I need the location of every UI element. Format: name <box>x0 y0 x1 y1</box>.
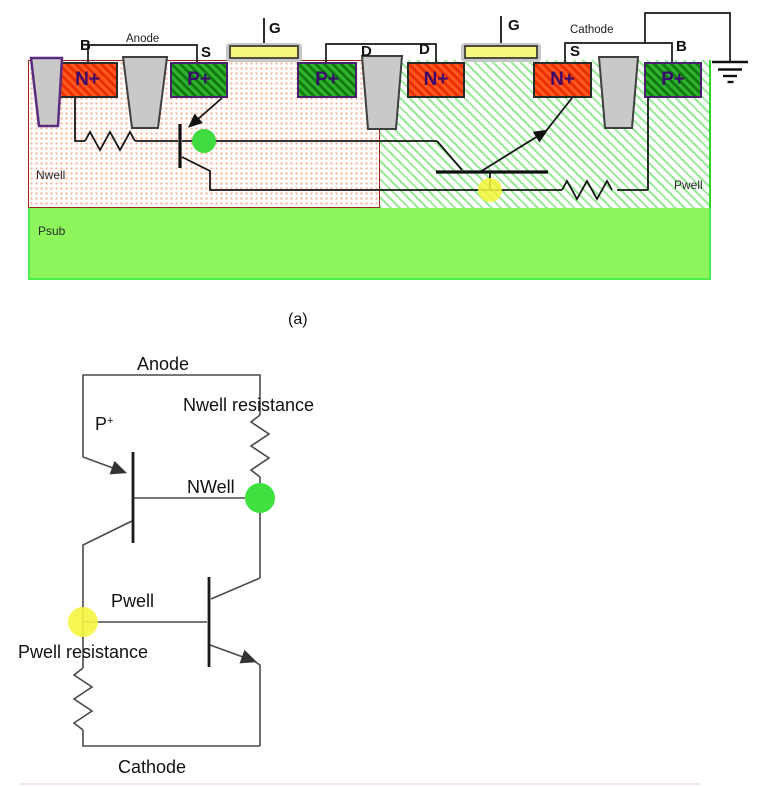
bottom-edge-artifact <box>20 783 700 785</box>
nplus-drain: N+ <box>407 62 465 98</box>
terminal-wiring <box>87 12 731 62</box>
pwell-label: Pwell <box>674 178 703 192</box>
cathode-rail <box>82 730 260 747</box>
pnp-emitter <box>187 97 223 128</box>
nplus-label: N+ <box>75 69 100 90</box>
cathode-bracket <box>564 42 673 62</box>
terminal-cathode: Cathode <box>570 24 614 36</box>
psub-region <box>28 208 711 280</box>
caption-a: (a) <box>288 311 308 328</box>
pwell-resistance-label: Pwell resistance <box>18 642 149 662</box>
npn-emitter-b <box>209 644 258 664</box>
p-plus-base: P <box>95 414 108 434</box>
anode-label-b: Anode <box>137 354 190 374</box>
bjt-bars-b <box>131 452 211 667</box>
gate-stems <box>263 16 502 43</box>
pplus-label: P+ <box>315 69 339 90</box>
npn-emitter <box>479 129 549 173</box>
pplus-drain: P+ <box>297 62 357 98</box>
pnp-emitter-b <box>82 456 128 475</box>
ground-wire <box>644 12 731 62</box>
pwell-resistor-symbol <box>561 179 613 201</box>
terminal-d-left: D <box>361 43 372 60</box>
nwell-resistance-symbol <box>249 414 271 478</box>
pwell-resistance-symbol <box>72 667 94 731</box>
gate-poly-right <box>464 45 538 59</box>
bjt-bars <box>178 124 548 174</box>
anode-bracket <box>87 44 198 62</box>
pplus-label: P+ <box>661 69 685 90</box>
cathode-label-b: Cathode <box>118 757 187 777</box>
contact-cathode <box>597 56 640 129</box>
p-plus-sup: + <box>107 415 114 427</box>
drain-bracket <box>325 43 437 62</box>
contact-plugs <box>29 55 640 130</box>
bulk-right-wire <box>617 98 649 191</box>
terminal-s-right: S <box>570 43 581 60</box>
nwell-label: Nwell <box>36 168 66 182</box>
nplus-label: N+ <box>423 69 449 90</box>
gate-poly-left <box>229 45 299 59</box>
nplus-label: N+ <box>550 69 575 90</box>
psub-label: Psub <box>38 224 66 238</box>
contact-drain <box>360 55 404 130</box>
pplus-label: P+ <box>187 69 211 90</box>
terminal-g-right: G <box>508 17 520 34</box>
ground-symbol <box>712 60 748 84</box>
gates <box>226 16 541 62</box>
nplus-cathode-source: N+ <box>533 62 592 98</box>
terminal-s-left: S <box>201 44 212 61</box>
parasitic-network <box>74 97 649 201</box>
terminal-g-left: G <box>269 20 281 37</box>
terminal-b-right: B <box>676 38 687 55</box>
npn-collector-b <box>210 577 261 600</box>
contact-left-edge <box>29 56 64 128</box>
pwell-node-dot-b <box>68 607 98 637</box>
nwell-resistor-symbol <box>84 130 136 152</box>
bulk-left-wire <box>74 98 85 142</box>
terminal-b-left: B <box>80 37 91 54</box>
pplus-anode-source: P+ <box>170 62 228 98</box>
npn-emitter-tail <box>545 97 573 132</box>
pwell-node-dot <box>478 178 502 202</box>
nwell-node-label: NWell <box>187 477 235 497</box>
npn-emitter-tail-b <box>253 660 261 746</box>
p-plus-label-b: P+ <box>95 414 113 435</box>
anode-rail <box>82 374 261 457</box>
pnp-collector-wire <box>181 156 562 191</box>
pplus-bulk-right: P+ <box>644 62 702 98</box>
nwell-node-dot-b <box>245 483 275 513</box>
contact-anode <box>121 56 169 129</box>
terminal-d-right: D <box>419 41 430 58</box>
nwell-node-dot <box>192 129 216 153</box>
pwell-node-label: Pwell <box>111 591 155 611</box>
npn-collector <box>436 140 463 171</box>
nwell-resistance-label: Nwell resistance <box>183 395 315 415</box>
terminal-anode: Anode <box>126 33 160 45</box>
